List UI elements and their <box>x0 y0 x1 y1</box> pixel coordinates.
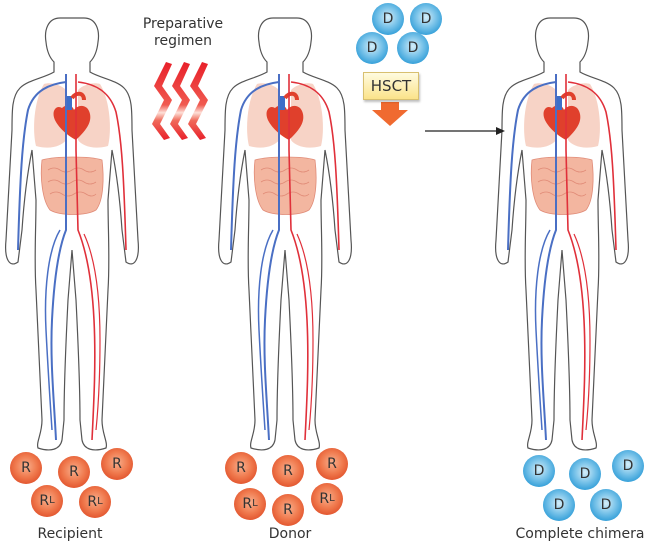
cell-letter: R <box>236 460 246 476</box>
cell-letter: R <box>283 502 293 518</box>
cell-letter: D <box>600 497 612 513</box>
cell-letter: R <box>242 496 253 512</box>
cell-letter: R <box>283 463 293 479</box>
cell-letter: R <box>87 494 98 510</box>
chimera-donor-cell: D <box>569 458 601 490</box>
hsct-label-box: HSCT <box>363 72 419 100</box>
cell-letter: R <box>319 491 330 507</box>
cell-letter: D <box>622 458 634 474</box>
hsct-down-arrow-icon <box>372 102 408 126</box>
cell-letter: D <box>579 466 591 482</box>
preparative-regimen-flames-icon <box>152 62 208 140</box>
hsct-donor-cell: D <box>410 3 442 35</box>
donor-body <box>216 16 354 452</box>
chimera-donor-cell: D <box>612 450 644 482</box>
preparative-label-line1: Preparative <box>142 16 224 32</box>
hsct-donor-cell: D <box>356 32 388 64</box>
recipient-body <box>3 16 141 452</box>
cell-letter: R <box>112 456 122 472</box>
cell-letter: R <box>327 456 337 472</box>
cell-letter: D <box>366 40 378 56</box>
cell-letter: D <box>382 11 394 27</box>
cell-letter: D <box>420 11 432 27</box>
recipient-cell: R <box>101 448 133 480</box>
donor-label: Donor <box>268 526 312 542</box>
recipient-label: Recipient <box>37 526 103 542</box>
cell-letter: R <box>39 493 50 509</box>
hsct-donor-cell: D <box>372 3 404 35</box>
donor-cell: R <box>316 448 348 480</box>
hsct-donor-cell: D <box>397 32 429 64</box>
chimera-donor-cell: D <box>590 489 622 521</box>
preparative-label-line2: regimen <box>154 33 212 49</box>
cell-letter: D <box>533 463 545 479</box>
donor-cell: R <box>225 452 257 484</box>
complete-chimera-label: Complete chimera <box>515 526 645 542</box>
hsct-label: HSCT <box>370 77 412 95</box>
preparative-regimen-label: Preparative regimen <box>140 16 226 50</box>
chimera-body <box>493 16 631 452</box>
donor-cell: R <box>272 494 304 526</box>
chimera-donor-cell: D <box>543 489 575 521</box>
cell-letter: R <box>21 460 31 476</box>
recipient-cell: R <box>58 456 90 488</box>
chimera-donor-cell: D <box>523 455 555 487</box>
cell-letter: D <box>407 40 419 56</box>
donor-cell: R <box>272 455 304 487</box>
cell-letter: R <box>69 464 79 480</box>
recipient-cell: R <box>10 452 42 484</box>
cell-letter: D <box>553 497 565 513</box>
transition-arrow-icon <box>425 127 505 135</box>
